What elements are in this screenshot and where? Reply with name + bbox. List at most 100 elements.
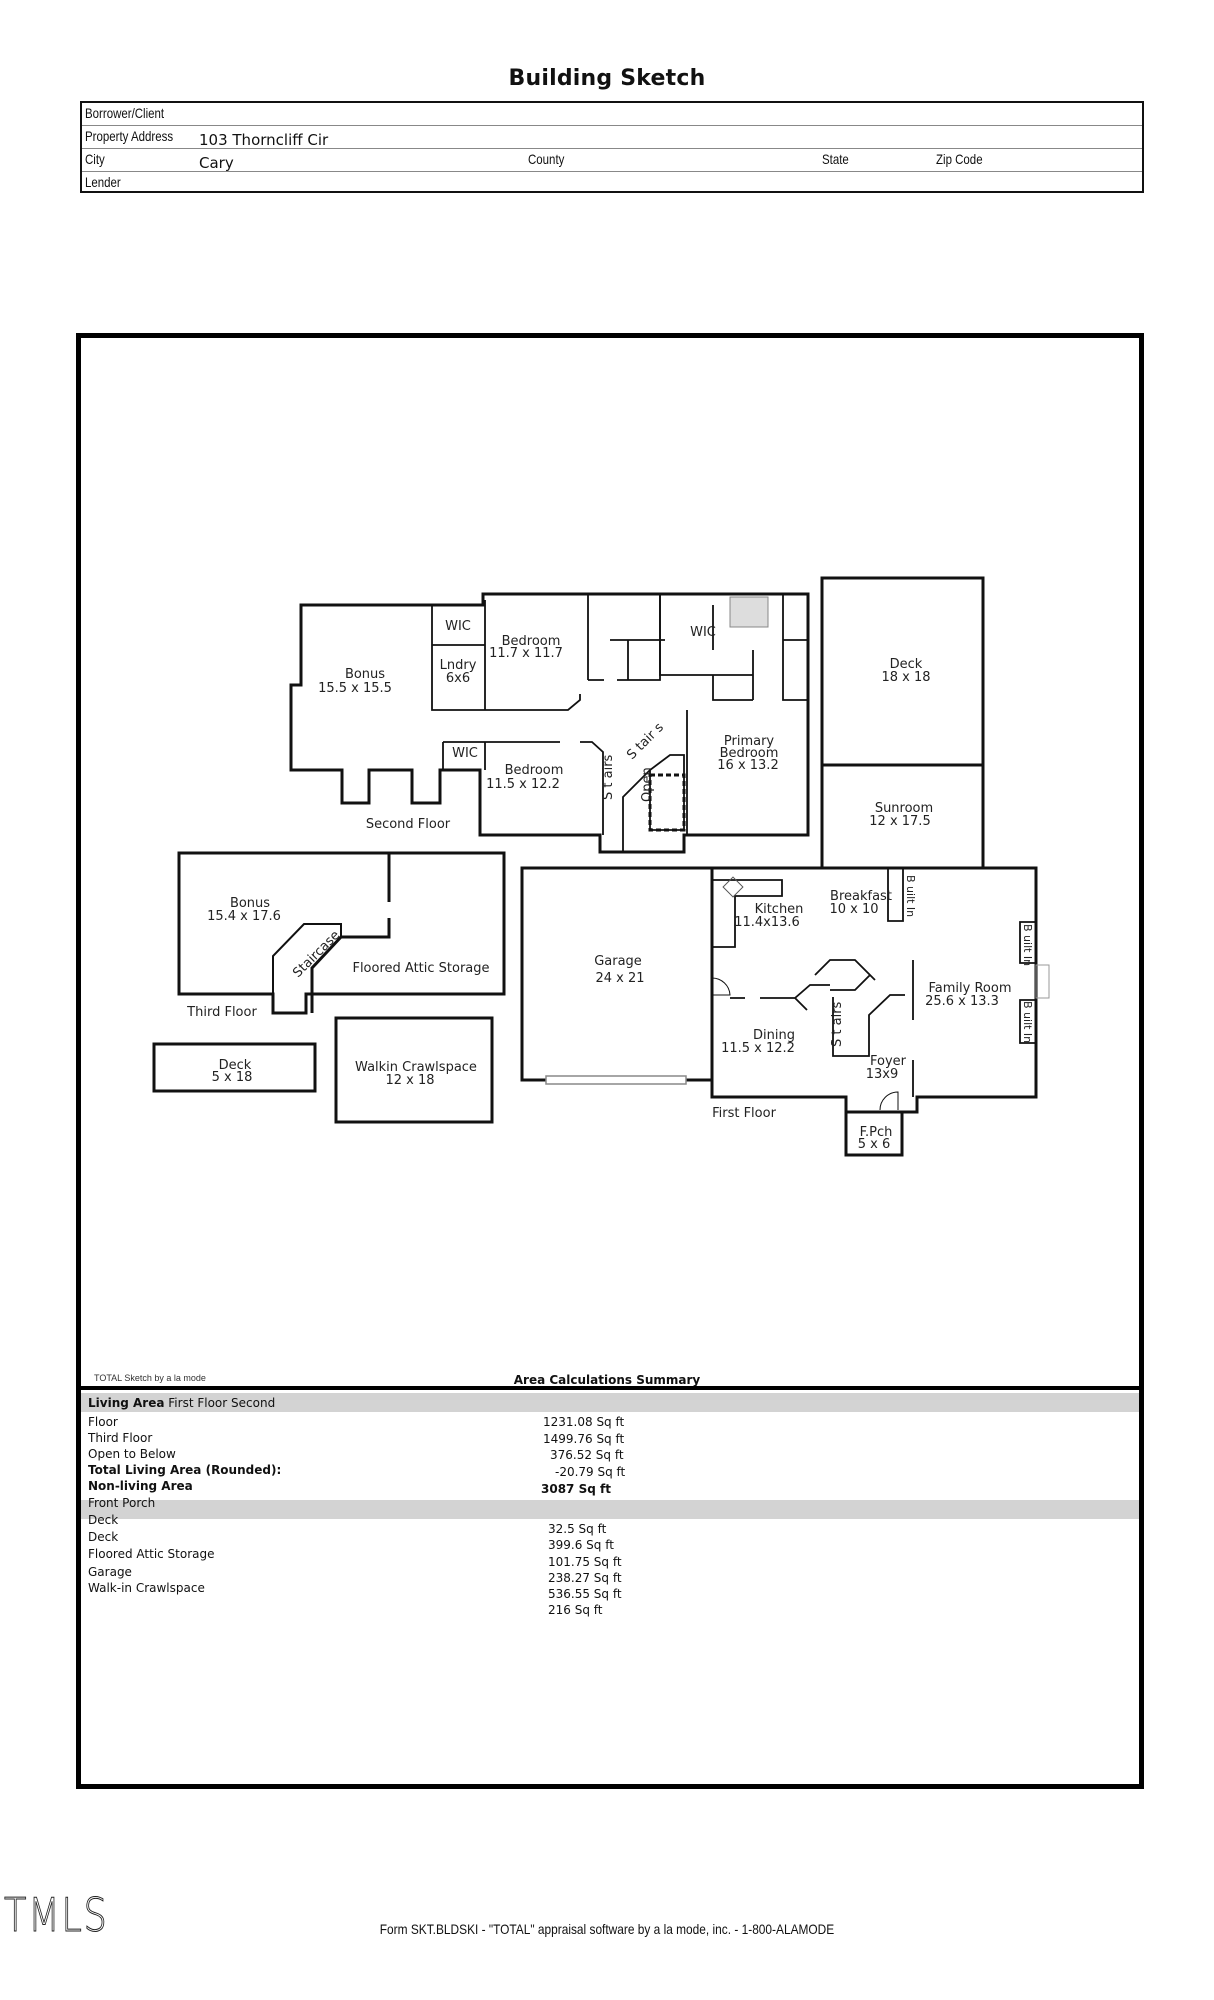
nonliving-value-4: 536.55 Sq ft — [548, 1587, 622, 1601]
open-to-below — [648, 773, 686, 832]
kitchen-dim: 11.4x13.6 — [734, 915, 800, 930]
deck-small-dim: 5 x 18 — [212, 1070, 253, 1085]
borrower-label: Borrower/Client — [85, 105, 165, 121]
nonliving-label-3: Garage — [88, 1565, 132, 1579]
form-footer: Form SKT.BLDSKI - "TOTAL" appraisal soft… — [379, 1921, 835, 1937]
crawlspace-name: Walkin Crawlspace — [355, 1060, 477, 1075]
bonus2-name: Bonus — [345, 667, 385, 682]
area-summary-title: Area Calculations Summary — [513, 1373, 701, 1387]
primary-name-2: Bedroom — [720, 746, 779, 761]
nonliving-value-2: 101.75 Sq ft — [548, 1555, 622, 1569]
living-value-0: 1231.08 Sq ft — [543, 1415, 625, 1429]
breakfast-dim: 10 x 10 — [829, 902, 878, 917]
deck-large-name: Deck — [890, 657, 923, 672]
builtin-2-label: B uilt In — [1021, 924, 1034, 966]
living-area-floors: First Floor Second — [168, 1396, 276, 1410]
third-floor-label: Third Floor — [186, 1005, 257, 1020]
nonliving-value-0: 32.5 Sq ft — [548, 1522, 607, 1536]
second-floor-label: Second Floor — [366, 817, 451, 832]
nonliving-value-1: 399.6 Sq ft — [548, 1538, 614, 1552]
living-label-2: Open to Below — [88, 1447, 176, 1461]
shower-icon — [729, 596, 769, 628]
page-title: Building Sketch — [508, 66, 706, 91]
living-value-1: 1499.76 Sq ft — [543, 1432, 625, 1446]
address-label: Property Address — [85, 128, 174, 144]
lndry-dim: 6x6 — [446, 671, 470, 686]
first-floor-label: First Floor — [712, 1106, 776, 1121]
family-room-name: Family Room — [929, 981, 1012, 996]
front-door-swing — [879, 1091, 899, 1111]
sunroom-dim: 12 x 17.5 — [869, 814, 930, 829]
foyer-name: Foyer — [870, 1054, 907, 1069]
primary-name-1: Primary — [724, 734, 775, 749]
foyer-dim: 13x9 — [866, 1067, 899, 1082]
staircase-label: Staircase — [290, 928, 343, 981]
bedroom2-dim: 11.5 x 12.2 — [486, 777, 560, 792]
living-value-2: 376.52 Sq ft — [550, 1448, 624, 1462]
bedroom1-dim: 11.7 x 11.7 — [489, 646, 563, 661]
living-label-3: Total Living Area (Rounded): — [88, 1463, 282, 1477]
wic1-label: WIC — [445, 619, 471, 634]
bonus2-dim: 15.5 x 15.5 — [318, 681, 392, 696]
living-label-4: Non-living Area — [88, 1479, 193, 1493]
living-area-band-text: Living Area First Floor Second — [88, 1396, 275, 1410]
deck-large-dim: 18 x 18 — [881, 670, 930, 685]
front-porch-outline — [844, 1110, 904, 1157]
property-info-table: Borrower/Client Property Address 103 Tho… — [80, 101, 1144, 193]
stairs2b-label: S tair s — [624, 720, 667, 763]
stove-icon — [722, 876, 744, 898]
attic-label: Floored Attic Storage — [352, 961, 489, 976]
wic2-label: WIC — [690, 625, 716, 640]
lndry-name: Lndry — [440, 658, 477, 673]
wic3-label: WIC — [452, 746, 478, 761]
dining-dim: 11.5 x 12.2 — [721, 1041, 795, 1056]
nonliving-label-1: Deck — [88, 1530, 119, 1544]
crawlspace-outline — [334, 1016, 494, 1124]
deck-small-name: Deck — [219, 1058, 252, 1073]
living-label-0: Floor — [88, 1415, 118, 1429]
county-label: County — [528, 151, 565, 167]
deck-small-outline — [152, 1042, 317, 1093]
address-value: 103 Thorncliff Cir — [199, 131, 329, 149]
bonus3-name: Bonus — [230, 896, 270, 911]
second-floor-outline — [289, 592, 810, 854]
nonliving-value-5: 216 Sq ft — [548, 1603, 603, 1617]
attic-partition — [310, 853, 391, 1013]
third-floor-outline — [177, 851, 506, 1015]
front-porch-label: Front Porch — [88, 1496, 156, 1510]
dining-name: Dining — [753, 1028, 795, 1043]
breakfast-name: Breakfast — [830, 889, 892, 904]
builtin-3-label: B uilt In — [1021, 1001, 1034, 1043]
lender-row: Lender — [82, 172, 1142, 195]
deck-large-outline — [820, 576, 985, 767]
crawlspace-dim: 12 x 18 — [385, 1073, 434, 1088]
open-label: Open — [640, 767, 655, 802]
family-room-dim: 25.6 x 13.3 — [925, 994, 999, 1009]
city-label: City — [85, 151, 105, 167]
nonliving-area-band — [81, 1500, 1139, 1519]
borrower-row: Borrower/Client — [82, 103, 1142, 126]
stairs2a-label: S t airs — [601, 754, 616, 800]
garage-door — [545, 1075, 687, 1085]
porch-dim: 5 x 6 — [858, 1137, 891, 1152]
garage-outline — [520, 866, 712, 1082]
living-area-band — [81, 1393, 1139, 1412]
address-row: Property Address 103 Thorncliff Cir — [82, 126, 1142, 149]
garage-door-swing — [711, 977, 731, 996]
stairs1-label: S t airs — [830, 1001, 845, 1047]
sunroom-name: Sunroom — [875, 801, 933, 816]
sunroom-walls — [820, 765, 985, 868]
nonliving-value-3: 238.27 Sq ft — [548, 1571, 622, 1585]
primary-dim: 16 x 13.2 — [717, 758, 778, 773]
sketch-frame — [76, 333, 1144, 1789]
fireplace — [1035, 964, 1050, 999]
nonliving-label-4: Walk-in Crawlspace — [88, 1581, 205, 1595]
state-label: State — [822, 151, 849, 167]
nonliving-label-0: Deck — [88, 1513, 119, 1527]
floor-plan-sketch: Bonus 15.5 x 15.5 WIC Lndry 6x6 Bedroom … — [152, 576, 1050, 1157]
bonus3-dim: 15.4 x 17.6 — [207, 909, 281, 924]
kitchen-name: Kitchen — [755, 902, 804, 917]
city-row: City Cary County State Zip Code — [82, 149, 1142, 172]
staircase-outline — [272, 923, 342, 994]
living-area-heading: Living Area — [88, 1396, 165, 1410]
